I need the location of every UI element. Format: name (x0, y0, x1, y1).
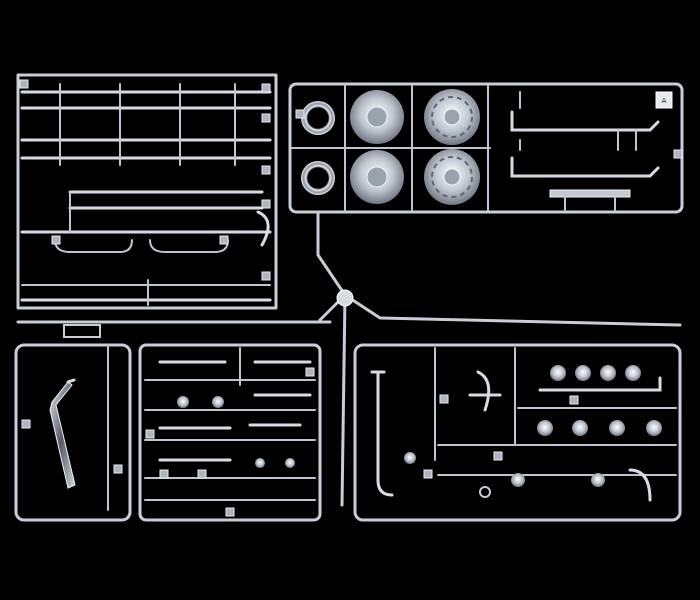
wheel-part (350, 150, 404, 204)
hub-ring-part (301, 161, 335, 195)
lamp-part (646, 420, 662, 436)
mirror-part (49, 381, 76, 489)
wheel-part (350, 90, 404, 144)
frame-bottom-right (353, 343, 682, 522)
spotlight-part (600, 365, 616, 381)
lamp-part (537, 420, 553, 436)
wheel-part (424, 89, 480, 145)
spotlight-part (550, 365, 566, 381)
lamp-part (572, 420, 588, 436)
lamp-part (609, 420, 625, 436)
spotlight-part (575, 365, 591, 381)
spotlight-part (625, 365, 641, 381)
frame-top-right: A (288, 82, 684, 214)
sprue-tag: A (655, 91, 673, 109)
main-runner (16, 210, 682, 507)
frame-top-left (16, 73, 278, 310)
frame-bottom-left (14, 343, 132, 522)
wheel-part (424, 149, 480, 205)
frame-bottom-middle (138, 343, 322, 522)
sprue-tag-letter: A (662, 97, 667, 105)
hub-ring-part (301, 101, 335, 135)
